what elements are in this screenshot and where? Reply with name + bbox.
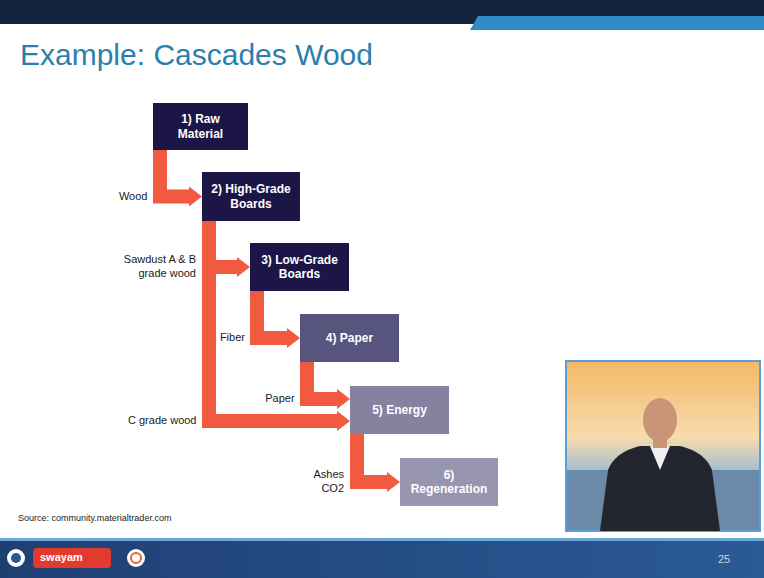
presenter-neck (653, 438, 667, 448)
arrow-head (189, 187, 202, 207)
box-label: 5) Energy (372, 403, 427, 417)
flow-arrow (257, 291, 300, 348)
source-note: Source: community.materialtrader.com (18, 513, 171, 523)
arrow-head (387, 472, 400, 492)
flow-label: Sawdust A & B grade wood (96, 253, 196, 281)
process-box: 5) Energy (350, 386, 449, 434)
box-label: 2) High-Grade Boards (208, 182, 294, 211)
logo-circle (11, 553, 21, 563)
arrow-head (237, 257, 250, 277)
process-box: 4) Paper (300, 314, 399, 362)
logo-circle (131, 553, 141, 563)
arrow-head (287, 328, 300, 348)
presenter-shirt (650, 446, 670, 470)
page-number: 25 (718, 553, 730, 565)
flow-label: C grade wood (128, 414, 197, 428)
box-label: 6) Regeneration (406, 468, 492, 497)
flow-arrow (357, 434, 400, 492)
logo-circle (127, 549, 145, 567)
slide-title: Example: Cascades Wood (20, 38, 373, 72)
flow-arrow (307, 362, 350, 409)
process-box: 2) High-Grade Boards (202, 172, 300, 221)
arrow-band (160, 150, 190, 197)
flow-label: Wood (118, 190, 147, 204)
process-box: 1) Raw Material (153, 103, 248, 150)
box-label: 4) Paper (326, 331, 373, 345)
flow-arrow (160, 150, 202, 207)
top-accent (470, 16, 764, 30)
flow-label: Paper (265, 392, 295, 406)
presenter-head (643, 398, 677, 442)
logo-text: swayam (40, 551, 83, 563)
footer-line (0, 538, 764, 541)
presenter-body (600, 446, 720, 531)
arrow-band (257, 291, 288, 338)
logo-badge (33, 548, 111, 568)
process-box: 3) Low-Grade Boards (250, 243, 349, 291)
video-inset (566, 361, 760, 531)
arrow-band (357, 434, 388, 482)
footer-bar (0, 541, 764, 578)
box-label: 3) Low-Grade Boards (256, 253, 343, 282)
box-label: 1) Raw Material (159, 112, 242, 141)
arrow-band (307, 362, 338, 399)
process-box: 6) Regeneration (400, 458, 498, 506)
flow-label: Ashes CO2 (304, 468, 344, 496)
arrow-head (337, 389, 350, 409)
arrow-head (337, 411, 350, 431)
flow-label: Fiber (219, 331, 245, 345)
logo-circle (7, 549, 25, 567)
